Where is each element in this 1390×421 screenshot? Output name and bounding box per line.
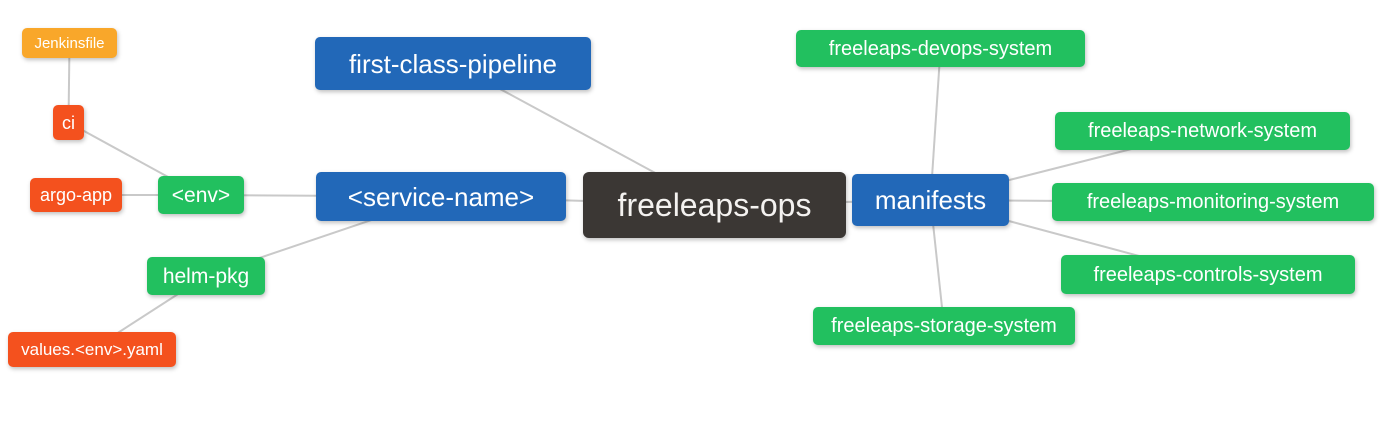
node-freeleaps-controls-system[interactable]: freeleaps-controls-system (1061, 255, 1355, 294)
node-first-class-pipeline[interactable]: first-class-pipeline (315, 37, 591, 90)
node-freeleaps-network-system[interactable]: freeleaps-network-system (1055, 112, 1350, 150)
node-service-name[interactable]: <service-name> (316, 172, 566, 221)
node-values-env-yaml[interactable]: values.<env>.yaml (8, 332, 176, 367)
node-manifests[interactable]: manifests (852, 174, 1009, 226)
node-env[interactable]: <env> (158, 176, 244, 214)
node-jenkinsfile[interactable]: Jenkinsfile (22, 28, 117, 58)
node-ci[interactable]: ci (53, 105, 84, 140)
node-helm-pkg[interactable]: helm-pkg (147, 257, 265, 295)
node-freeleaps-devops-system[interactable]: freeleaps-devops-system (796, 30, 1085, 67)
node-freeleaps-ops-root[interactable]: freeleaps-ops (583, 172, 846, 238)
node-freeleaps-storage-system[interactable]: freeleaps-storage-system (813, 307, 1075, 345)
node-freeleaps-monitoring-system[interactable]: freeleaps-monitoring-system (1052, 183, 1374, 221)
node-argo-app[interactable]: argo-app (30, 178, 122, 212)
